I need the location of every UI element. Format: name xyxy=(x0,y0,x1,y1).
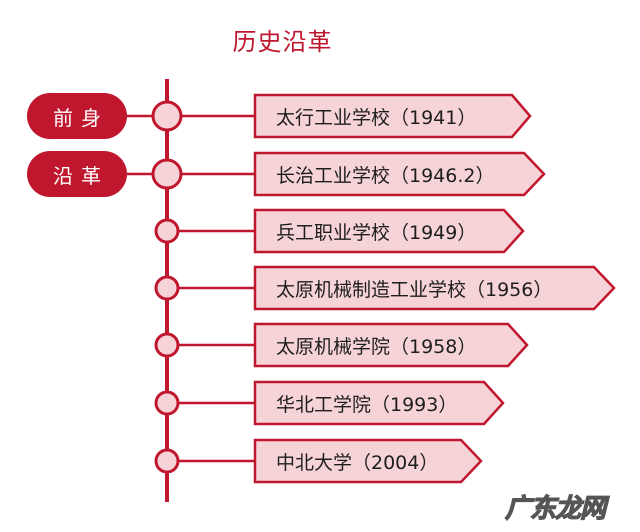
arrow-box xyxy=(253,438,483,484)
timeline-row-6 xyxy=(154,380,505,426)
arrow-box xyxy=(253,380,505,426)
pill-predecessor: 前身 xyxy=(27,93,127,139)
arrow-box xyxy=(253,208,525,254)
pill-evolution: 沿革 xyxy=(27,151,127,197)
timeline-node xyxy=(151,158,183,190)
timeline-row-3 xyxy=(154,208,525,254)
timeline-node xyxy=(154,332,180,358)
timeline-row-4 xyxy=(154,265,616,311)
timeline-label-1946: 长治工业学校（1946.2） xyxy=(276,164,495,187)
watermark: 广东龙网 xyxy=(504,493,606,524)
timeline-node xyxy=(154,390,180,416)
timeline-label-2004: 中北大学（2004） xyxy=(276,451,439,474)
timeline-node xyxy=(154,275,180,301)
arrow-box xyxy=(253,322,529,368)
timeline-row-1 xyxy=(151,93,532,139)
timeline-node xyxy=(151,100,183,132)
timeline-label-1941: 太行工业学校（1941） xyxy=(276,106,477,129)
timeline-row-5 xyxy=(154,322,529,368)
timeline-node xyxy=(154,218,180,244)
page-title: 历史沿革 xyxy=(232,28,333,56)
timeline-label-1956: 太原机械制造工业学校（1956） xyxy=(276,278,553,301)
timeline-row-2 xyxy=(151,151,546,197)
arrow-box xyxy=(253,93,532,139)
arrow-box xyxy=(253,151,546,197)
timeline-label-1949: 兵工职业学校（1949） xyxy=(276,221,477,244)
timeline-label-1958: 太原机械学院（1958） xyxy=(276,335,477,358)
arrow-box xyxy=(253,265,616,311)
timeline-row-7 xyxy=(154,438,483,484)
timeline-label-1993: 华北工学院（1993） xyxy=(276,393,458,416)
timeline-node xyxy=(154,448,180,474)
